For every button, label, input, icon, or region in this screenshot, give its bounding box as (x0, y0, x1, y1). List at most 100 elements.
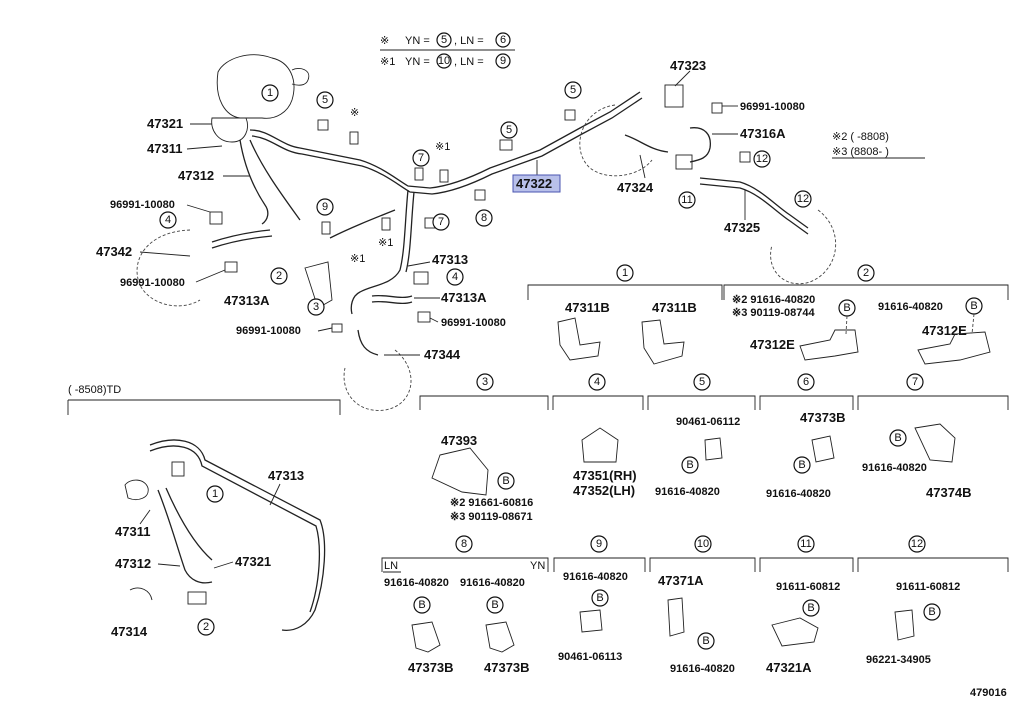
detail-4-header-callout[interactable] (588, 373, 606, 391)
detail-4-label-b: 47352(LH) (573, 483, 635, 498)
svg-text:12: 12 (756, 153, 768, 165)
detail-1-header-callout[interactable] (616, 264, 634, 282)
callout-4-main-a[interactable] (159, 211, 177, 229)
svg-text:8: 8 (481, 212, 487, 224)
label-47322[interactable]: 47322 (516, 176, 552, 191)
detail-10-bracket (649, 557, 756, 572)
detail-3-header-callout[interactable] (476, 373, 494, 391)
hose-47313a-center-b (371, 300, 413, 305)
callout-7-main-a[interactable] (412, 149, 430, 167)
detail-12-b-callout[interactable] (923, 603, 941, 621)
detail-8-b-callout-a[interactable] (413, 596, 431, 614)
detail-2-dash-b (971, 313, 975, 335)
note-2: ※2 ( -8808) (832, 131, 889, 143)
note-line1-yn: YN = (405, 35, 430, 47)
svg-text:3: 3 (482, 376, 488, 388)
svg-text:B: B (807, 602, 814, 614)
detail-9-b-callout[interactable] (591, 589, 609, 607)
detail-2-dash-a (845, 315, 848, 335)
td-callout-2[interactable] (197, 618, 215, 636)
detail-12-label-b: 96221-34905 (866, 654, 931, 666)
detail-5-label-a: 90461-06112 (676, 416, 740, 428)
callout-12-main-a[interactable] (753, 150, 771, 168)
detail-6-label-b: 91616-40820 (766, 488, 831, 500)
detail-11-label-b: 47321A (766, 660, 812, 675)
td-pipe-47313 (149, 439, 326, 631)
label-96991-10080-a: 96991-10080 (110, 199, 175, 211)
diagram-id: 479016 (970, 687, 1007, 699)
callout-12-main-b[interactable] (794, 190, 812, 208)
callout-8-main[interactable] (475, 209, 493, 227)
detail-10-b-callout[interactable] (697, 632, 715, 650)
detail-10: 10 47371A B 91616-40820 (649, 535, 756, 675)
note-line2-yn: YN = (405, 56, 430, 68)
detail-10-label-b: 91616-40820 (670, 663, 735, 675)
callout-4-main-b[interactable] (446, 268, 464, 286)
callout-3-main[interactable] (307, 298, 325, 316)
detail-5-label-b: 91616-40820 (655, 486, 720, 498)
detail-2-header-callout[interactable] (857, 264, 875, 282)
detail-6-header-callout[interactable] (797, 373, 815, 391)
svg-text:5: 5 (322, 94, 328, 106)
detail-1-bracket-b (641, 319, 685, 365)
pipe-47312 (239, 139, 269, 225)
clip-main-8 (564, 109, 576, 121)
detail-6-b-callout[interactable] (793, 456, 811, 474)
label-47321: 47321 (147, 116, 183, 131)
detail-5-part (704, 437, 723, 461)
label-47313a-center: 47313A (441, 290, 487, 305)
svg-text:12: 12 (911, 538, 923, 550)
detail-12-label-a: 91611-60812 (896, 581, 960, 593)
detail-1: 1 47311B 47311B (527, 264, 723, 365)
detail-7-header-callout[interactable] (906, 373, 924, 391)
td-variant-label: ( -8508)TD (68, 384, 121, 396)
detail-12-bracket (857, 557, 1009, 572)
clip-main-10 (711, 102, 723, 114)
td-label-47312: 47312 (115, 556, 151, 571)
label-47325: 47325 (724, 220, 760, 235)
clip-main-14 (381, 217, 391, 231)
detail-7-b-callout[interactable] (889, 429, 907, 447)
detail-2: 2 ※2 91616-40820 ※3 90119-08744 B 91616-… (723, 264, 1009, 365)
td-part-47314 (129, 587, 153, 601)
detail-11-header-callout[interactable] (797, 535, 815, 553)
detail-10-header-callout[interactable] (694, 535, 712, 553)
clip-main-15 (413, 271, 429, 285)
detail-4-part (581, 427, 619, 463)
detail-3-b-callout[interactable] (497, 472, 515, 490)
detail-8-header-callout[interactable] (455, 535, 473, 553)
svg-text:6: 6 (803, 376, 809, 388)
callout-5-main-a[interactable] (316, 91, 334, 109)
callout-5-main-b[interactable] (564, 81, 582, 99)
detail-9-header-callout[interactable] (590, 535, 608, 553)
detail-8-bracket (381, 557, 549, 572)
td-clip-1 (171, 461, 185, 477)
detail-11-b-callout[interactable] (802, 599, 820, 617)
callout-2-main[interactable] (270, 267, 288, 285)
clip-main-18 (474, 189, 486, 201)
detail-8-label-a: 91616-40820 (384, 577, 449, 589)
td-callout-1[interactable] (206, 485, 224, 503)
callout-7-main-b[interactable] (432, 213, 450, 231)
detail-12-header-callout[interactable] (908, 535, 926, 553)
callout-1-main[interactable] (261, 84, 279, 102)
pipe-47324 (624, 134, 669, 153)
callout-9-main[interactable] (316, 198, 334, 216)
proportioning-valve (211, 117, 248, 143)
svg-text:12: 12 (797, 193, 809, 205)
detail-2-bracket-a (799, 329, 859, 361)
callout-11-main[interactable] (678, 191, 696, 209)
detail-5-b-callout[interactable] (681, 456, 699, 474)
center-wheel-outline (343, 349, 412, 411)
leader-47323 (674, 70, 691, 87)
td-label-47311: 47311 (115, 524, 150, 539)
detail-12-part (894, 609, 915, 641)
detail-8-b-callout-b[interactable] (486, 596, 504, 614)
td-clip-2 (187, 591, 207, 605)
detail-1-label-b: 47311B (652, 300, 697, 315)
callout-5-main-c[interactable] (500, 121, 518, 139)
detail-5-header-callout[interactable] (693, 373, 711, 391)
detail-6-label-a: 47373B (800, 410, 846, 425)
detail-11-label-a: 91611-60812 (776, 581, 840, 593)
detail-9: 9 91616-40820 B 90461-06113 (553, 535, 646, 663)
